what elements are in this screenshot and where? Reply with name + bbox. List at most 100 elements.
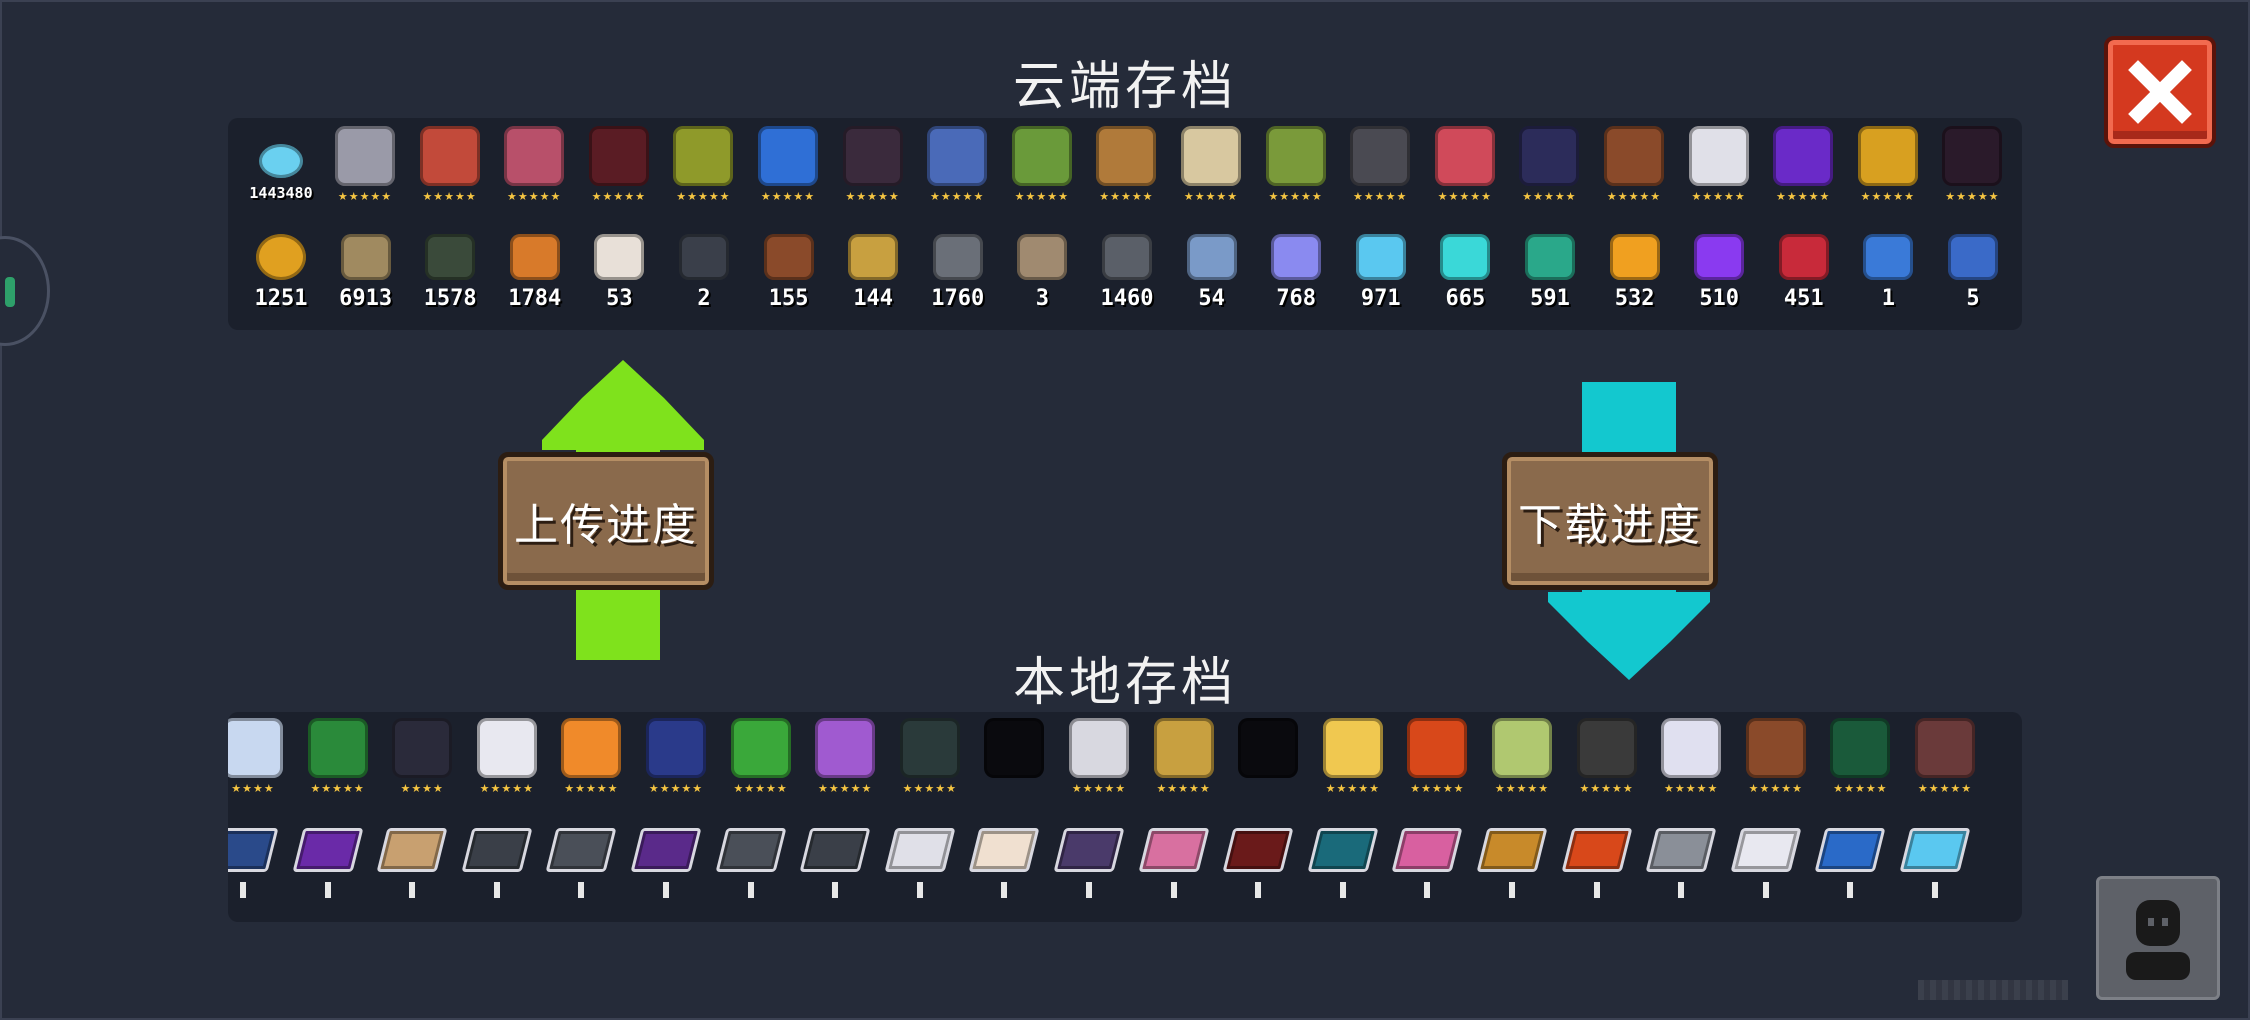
local-skin-slot[interactable]: ★★★★ <box>389 718 455 796</box>
local-skin-slot[interactable]: ★★★★★ <box>812 718 878 796</box>
close-button[interactable] <box>2104 36 2216 148</box>
cloud-hero-slot[interactable]: ★★★★★ <box>1009 126 1075 204</box>
local-skin-slot[interactable]: ★★★★★ <box>1404 718 1470 796</box>
profile-avatar-button[interactable] <box>2096 876 2220 1000</box>
local-item-slot[interactable] <box>1138 812 1210 898</box>
cloud-material-slot[interactable]: 1578 <box>417 234 483 311</box>
cloud-material-slot[interactable]: 971 <box>1348 234 1414 311</box>
local-item-slot[interactable] <box>630 812 702 898</box>
local-skin-slot[interactable]: ★★★★★ <box>1151 718 1217 796</box>
horn-icon <box>848 234 899 280</box>
cloud-hero-slot[interactable]: ★★★★★ <box>1093 126 1159 204</box>
local-skin-slot[interactable]: ★★★★★ <box>643 718 709 796</box>
cloud-material-slot[interactable]: 3 <box>1009 234 1075 311</box>
local-item-slot[interactable] <box>884 812 956 898</box>
cloud-material-slot[interactable]: 2 <box>671 234 737 311</box>
cloud-material-slot[interactable]: 1784 <box>502 234 568 311</box>
cloud-material-slot[interactable]: 532 <box>1602 234 1668 311</box>
local-item-slot[interactable] <box>1307 812 1379 898</box>
cloud-material-slot[interactable]: 155 <box>756 234 822 311</box>
cloud-hero-slot[interactable]: ★★★★★ <box>501 126 567 204</box>
local-skin-slot[interactable]: ★★★★★ <box>1658 718 1724 796</box>
cloud-hero-slot[interactable]: ★★★★★ <box>1770 126 1836 204</box>
cloud-hero-slot[interactable]: ★★★★★ <box>755 126 821 204</box>
material-count: 5 <box>1966 286 1980 311</box>
local-item-slot[interactable] <box>1645 812 1717 898</box>
cloud-hero-slot[interactable]: ★★★★★ <box>924 126 990 204</box>
local-item-slot[interactable] <box>292 812 364 898</box>
local-skin-slot[interactable]: ★★★★★ <box>728 718 794 796</box>
cloud-material-slot[interactable]: 768 <box>1263 234 1329 311</box>
local-item-slot[interactable] <box>799 812 871 898</box>
cloud-material-slot[interactable]: 1 <box>1855 234 1921 311</box>
cloud-hero-slot[interactable]: ★★★★★ <box>1263 126 1329 204</box>
cloud-hero-slot[interactable]: ★★★★★ <box>1432 126 1498 204</box>
local-item-slot[interactable] <box>1391 812 1463 898</box>
cloud-hero-slot[interactable]: ★★★★★ <box>1601 126 1667 204</box>
cloud-hero-slot[interactable]: ★★★★★ <box>1347 126 1413 204</box>
local-skin-slot[interactable]: ★★★★★ <box>1066 718 1132 796</box>
cloud-hero-slot[interactable]: ★★★★★ <box>840 126 906 204</box>
watermark <box>1918 980 2068 1000</box>
cloud-material-slot[interactable]: 510 <box>1686 234 1752 311</box>
cloud-material-slot[interactable]: 1251 <box>248 234 314 311</box>
local-skin-slot[interactable]: ★★★★★ <box>1743 718 1809 796</box>
local-item-slot[interactable] <box>1814 812 1886 898</box>
local-item-slot[interactable] <box>228 812 279 898</box>
local-skin-slot[interactable]: ★★★★★ <box>1827 718 1893 796</box>
gem-count: 1443480 <box>249 184 313 202</box>
white-crystal-icon <box>1271 234 1322 280</box>
download-progress-button[interactable]: 下载进度 <box>1502 452 1718 590</box>
local-skin-slot[interactable]: ★★★★★ <box>558 718 624 796</box>
cloud-hero-slot[interactable]: ★★★★★ <box>1686 126 1752 204</box>
cloud-material-slot[interactable]: 1760 <box>925 234 991 311</box>
cloud-material-slot[interactable]: 591 <box>1517 234 1583 311</box>
item-count-tick <box>1170 882 1177 898</box>
cloud-hero-slot[interactable]: ★★★★★ <box>586 126 652 204</box>
cloud-hero-slot[interactable]: ★★★★★ <box>1516 126 1582 204</box>
cloud-hero-slot[interactable]: ★★★★★ <box>417 126 483 204</box>
local-item-slot[interactable] <box>376 812 448 898</box>
local-item-slot[interactable] <box>1730 812 1802 898</box>
cloud-material-slot[interactable]: 451 <box>1771 234 1837 311</box>
material-count: 591 <box>1530 286 1570 311</box>
local-skin-slot[interactable]: ★★★★★ <box>305 718 371 796</box>
cloud-hero-slot[interactable]: ★★★★★ <box>1939 126 2005 204</box>
cloud-hero-slot[interactable]: ★★★★★ <box>1855 126 1921 204</box>
cloud-hero-slot[interactable]: ★★★★★ <box>332 126 398 204</box>
local-item-slot[interactable] <box>545 812 617 898</box>
local-item-slot[interactable] <box>968 812 1040 898</box>
local-item-slot[interactable] <box>461 812 533 898</box>
local-item-slot[interactable] <box>1222 812 1294 898</box>
local-skin-slot[interactable]: ★★★★★ <box>1489 718 1555 796</box>
cloud-material-slot[interactable]: 6913 <box>333 234 399 311</box>
upload-progress-button[interactable]: 上传进度 <box>498 452 714 590</box>
cloud-material-slot[interactable]: 53 <box>586 234 652 311</box>
local-skin-slot[interactable]: ★★★★★ <box>1320 718 1386 796</box>
skin-stars: ★★★★★ <box>1579 782 1634 795</box>
paladin-hero-icon <box>927 126 988 186</box>
cloud-hero-slot[interactable]: ★★★★★ <box>670 126 736 204</box>
cloud-material-slot[interactable]: 665 <box>1432 234 1498 311</box>
hero-stars: ★★★★★ <box>930 190 985 203</box>
local-skin-slot[interactable] <box>1235 718 1301 796</box>
cloud-material-slot[interactable]: 1460 <box>1094 234 1160 311</box>
cloud-hero-slot[interactable]: ★★★★★ <box>1178 126 1244 204</box>
cloud-material-slot[interactable]: 144 <box>840 234 906 311</box>
local-skin-slot[interactable] <box>981 718 1047 796</box>
local-skin-slot[interactable]: ★★★★★ <box>1574 718 1640 796</box>
local-item-slot[interactable] <box>1476 812 1548 898</box>
local-skin-slot[interactable]: ★★★★ <box>228 718 286 796</box>
knight-hero-icon <box>335 126 395 186</box>
item-count-tick <box>1847 882 1854 898</box>
box-card-icon <box>715 828 787 872</box>
local-item-slot[interactable] <box>715 812 787 898</box>
local-skin-slot[interactable]: ★★★★★ <box>474 718 540 796</box>
cloud-material-slot[interactable]: 54 <box>1179 234 1245 311</box>
local-item-slot[interactable] <box>1053 812 1125 898</box>
cloud-material-slot[interactable]: 5 <box>1940 234 2006 311</box>
local-item-slot[interactable] <box>1899 812 1971 898</box>
local-item-slot[interactable] <box>1561 812 1633 898</box>
local-skin-slot[interactable]: ★★★★★ <box>1912 718 1978 796</box>
local-skin-slot[interactable]: ★★★★★ <box>897 718 963 796</box>
